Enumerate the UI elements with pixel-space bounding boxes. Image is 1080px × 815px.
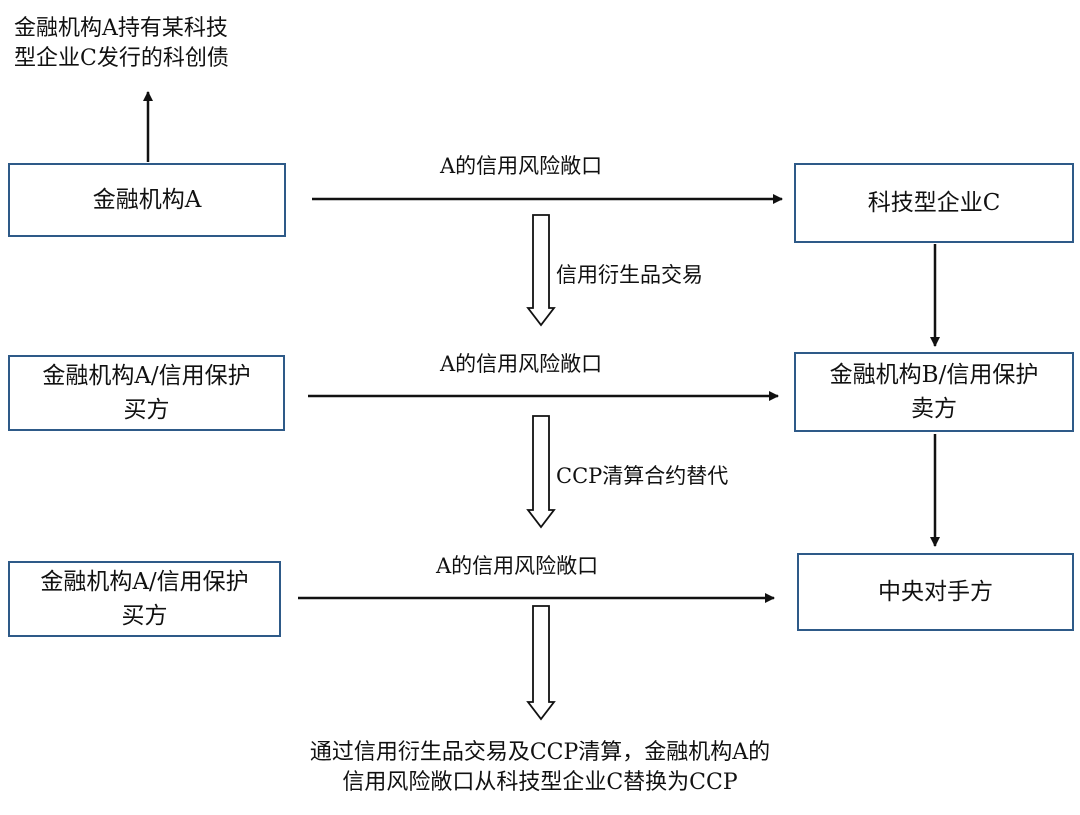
box-protection-buyer-1-line1: 金融机构A/信用保护 — [42, 363, 251, 389]
hollow-arrow-step2 — [526, 415, 556, 529]
box-tech-company-c-label: 科技型企业C — [867, 190, 1001, 216]
step1-label: 信用衍生品交易 — [556, 263, 703, 287]
box-protection-buyer-2: 金融机构A/信用保护 买方 — [8, 561, 281, 637]
row3-arrow-label: A的信用风险敞口 — [436, 554, 599, 578]
box-protection-buyer-1-line2: 买方 — [123, 397, 170, 423]
box-protection-seller-b-line1: 金融机构B/信用保护 — [829, 362, 1039, 388]
box-central-counterparty-label: 中央对手方 — [878, 579, 993, 605]
top-note-line2: 型企业C发行的科创债 — [14, 46, 229, 71]
box-central-counterparty: 中央对手方 — [797, 553, 1074, 631]
box-protection-buyer-2-line2: 买方 — [121, 603, 168, 629]
box-protection-seller-b-line2: 卖方 — [911, 396, 957, 422]
conclusion-note: 通过信用衍生品交易及CCP清算，金融机构A的 信用风险敞口从科技型企业C替换为C… — [0, 738, 1080, 798]
row2-arrow-label: A的信用风险敞口 — [440, 352, 603, 376]
box-institution-a: 金融机构A — [8, 163, 286, 237]
top-note-line1: 金融机构A持有某科技 — [14, 16, 228, 41]
top-note: 金融机构A持有某科技 型企业C发行的科创债 — [14, 14, 229, 74]
box-protection-buyer-2-line1: 金融机构A/信用保护 — [40, 569, 249, 595]
box-tech-company-c: 科技型企业C — [794, 163, 1074, 243]
box-protection-seller-b: 金融机构B/信用保护 卖方 — [794, 352, 1074, 432]
box-institution-a-label: 金融机构A — [92, 187, 202, 213]
hollow-arrow-step1 — [526, 214, 556, 327]
hollow-arrow-step3 — [526, 605, 556, 721]
step2-label: CCP清算合约替代 — [556, 464, 729, 488]
box-protection-buyer-1: 金融机构A/信用保护 买方 — [8, 355, 285, 431]
row1-arrow-label: A的信用风险敞口 — [440, 154, 603, 178]
conclusion-line2: 信用风险敞口从科技型企业C替换为CCP — [342, 770, 738, 795]
conclusion-line1: 通过信用衍生品交易及CCP清算，金融机构A的 — [309, 740, 771, 765]
